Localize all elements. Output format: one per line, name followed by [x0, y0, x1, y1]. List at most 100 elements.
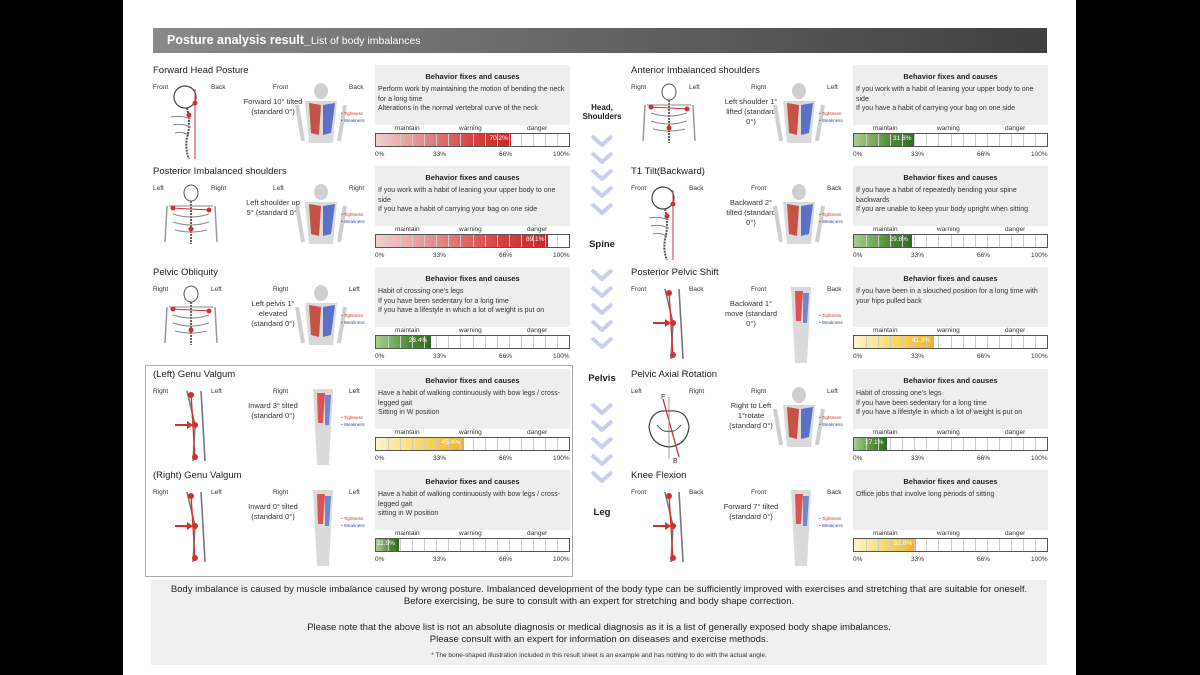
risk-percent: 32.0%: [893, 540, 913, 547]
risk-fill: [854, 336, 934, 348]
weakness-label: Weakness: [343, 523, 365, 528]
weakness-label: Weakness: [821, 523, 843, 528]
axis-tick: 33%: [433, 455, 447, 462]
weakness-label: Weakness: [343, 320, 365, 325]
behavior-heading: Behavior fixes and causes: [903, 72, 998, 81]
cause-line: If you have a habit of carrying your bag…: [378, 206, 538, 213]
zone-maintain: maintain: [873, 125, 898, 132]
chevron-down-icon: [591, 286, 613, 298]
zone-danger: danger: [1005, 327, 1026, 334]
leg-skeleton-illustration: [175, 390, 206, 462]
region-spine: Spine: [589, 239, 615, 250]
view-label: Right: [273, 489, 289, 496]
axis-tick: 33%: [433, 556, 447, 563]
cause-line: Habit of crossing one's legs: [378, 288, 464, 295]
view-label: Right: [689, 388, 705, 395]
behavior-causes: Perform work by maintaining the motion o…: [375, 81, 570, 114]
risk-bar: 11.9%: [375, 538, 570, 552]
muscle-torso-illustration: [295, 184, 347, 244]
behavior-causes: Have a habit of walking continuously wit…: [375, 486, 570, 519]
chevron-down-icon: [591, 303, 613, 315]
axis-tick: 33%: [911, 556, 925, 563]
weakness-label: Weakness: [343, 118, 365, 123]
cause-line: Have a habit of walking continuously wit…: [378, 491, 561, 508]
risk-bar: 89.1%: [375, 234, 570, 248]
risk-bar: 17.1%: [853, 437, 1048, 451]
footer-notice: Body imbalance is caused by muscle imbal…: [151, 580, 1047, 665]
view-label: Right: [273, 388, 289, 395]
skeleton-side-illustration: [170, 85, 198, 160]
zone-maintain: maintain: [395, 530, 420, 537]
front-mark: F: [661, 394, 665, 401]
axis-tick: 100%: [553, 556, 570, 563]
axis-tick: 0%: [853, 556, 863, 563]
cause-line: Alterations in the normal vertebral curv…: [378, 105, 538, 112]
muscle-leg-illustration: [313, 490, 333, 566]
axis-tick: 33%: [911, 252, 925, 259]
axis-tick: 66%: [499, 556, 513, 563]
tightness-label: Tightness: [821, 313, 842, 318]
footer-line-4: Please consult with an expert for inform…: [429, 634, 769, 645]
leg-section-highlight: [145, 365, 573, 577]
footer-disclaimer: * The bone-shaped illustration included …: [431, 652, 767, 659]
risk-bar: 31.6%: [853, 133, 1048, 147]
zone-danger: danger: [1005, 530, 1026, 537]
measurement-text: Forward 10° tilted (standard 0°): [243, 97, 303, 116]
muscle-torso-illustration: [773, 83, 825, 143]
behavior-heading: Behavior fixes and causes: [425, 173, 520, 182]
zone-maintain: maintain: [395, 327, 420, 334]
result-sheet: Posture analysis result_List of body imb…: [123, 0, 1076, 675]
skeleton-front-illustration: [164, 184, 218, 244]
measurement-text: Forward 7° tilted (standard 0°): [723, 502, 779, 521]
muscle-legend: • Tightness• Weakness: [819, 111, 843, 123]
tightness-label: Tightness: [821, 111, 842, 116]
region-pelvis: Pelvis: [588, 373, 616, 384]
chevron-down-icon: [591, 471, 613, 483]
risk-percent: 89.1%: [525, 236, 545, 243]
risk-percent: 29.8%: [889, 236, 908, 243]
tightness-label: Tightness: [343, 212, 364, 217]
axis-tick: 33%: [911, 151, 925, 158]
cause-line: sitting in W position: [378, 510, 439, 517]
cause-line: If you have a habit of carrying your bag…: [856, 105, 1016, 112]
leg-skeleton-illustration: [653, 491, 684, 563]
view-label: Left: [631, 388, 642, 395]
chevron-down-icon: [591, 269, 613, 281]
weakness-label: Weakness: [821, 320, 843, 325]
zone-danger: danger: [527, 327, 548, 334]
weakness-label: Weakness: [343, 219, 365, 224]
imbalance-name: T1 Tilt(Backward): [631, 166, 705, 177]
measurement-text: Inward 0° tilted (standard 0°): [248, 502, 298, 521]
view-label: Front: [273, 84, 289, 91]
risk-percent: 41.3%: [911, 337, 931, 344]
axis-tick: 100%: [1031, 353, 1048, 360]
zone-danger: danger: [527, 125, 548, 132]
chevron-down-icon: [591, 454, 613, 466]
risk-fill: [854, 539, 916, 551]
axis-tick: 100%: [553, 455, 570, 462]
zone-maintain: maintain: [395, 226, 420, 233]
axis-tick: 0%: [375, 252, 385, 259]
measurement-text: Left shoulder 1° lifted (standard 0°): [724, 97, 778, 126]
behavior-causes: Have a habit of walking continuously wit…: [375, 385, 570, 418]
measurement-text: Left shoulder up 5° (standard 0°): [246, 198, 300, 217]
behavior-causes: If you have been in a slouched position …: [853, 283, 1048, 306]
zone-warning: warning: [937, 226, 960, 233]
